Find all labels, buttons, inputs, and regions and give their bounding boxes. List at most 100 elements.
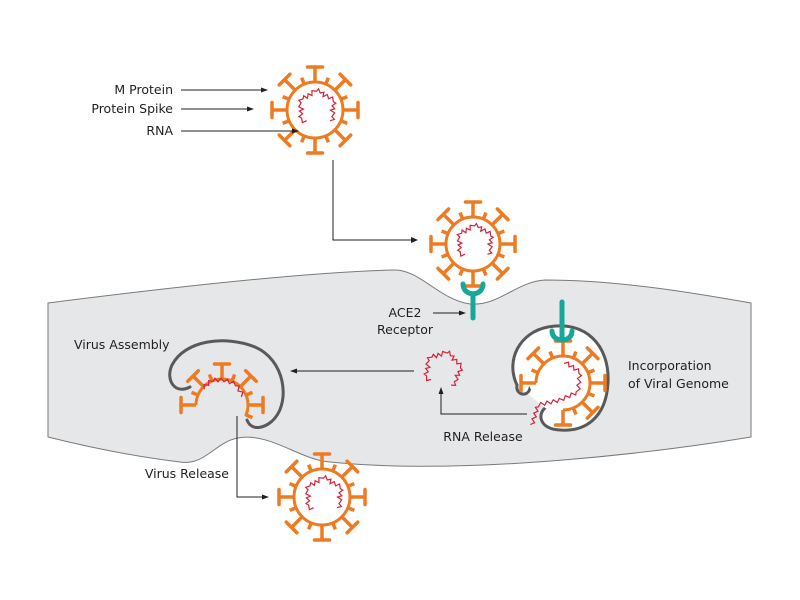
m-protein [306, 463, 313, 472]
rna-pointer [181, 128, 299, 134]
m-protein [281, 94, 290, 101]
m-protein [281, 119, 290, 126]
spike-cap [243, 368, 259, 384]
incorporating-virus [519, 339, 607, 427]
free-virus [270, 65, 360, 155]
rna-strand [423, 350, 464, 386]
m-protein [324, 135, 331, 144]
m-protein [207, 373, 214, 382]
spike-cap [495, 266, 510, 281]
protein-spike [490, 213, 504, 227]
m-protein [440, 229, 449, 236]
m-protein [347, 481, 356, 488]
spike-cap [345, 459, 360, 474]
ace2-label-line2: Receptor [377, 322, 434, 337]
protein-spike [580, 352, 594, 366]
m-protein [530, 368, 539, 375]
m-protein [190, 390, 199, 397]
incorporation-rna [530, 361, 583, 426]
spike-cap [338, 72, 353, 87]
incorporation-receptor [549, 299, 575, 343]
m-protein [587, 368, 596, 375]
protein-spike [239, 374, 253, 388]
protein-spike-label: Protein Spike [91, 101, 173, 116]
m-protein [299, 76, 306, 85]
m-protein [288, 506, 297, 513]
virus-assembly-label: Virus Assembly [74, 337, 170, 352]
protein-spike [283, 78, 297, 92]
m-protein [299, 135, 306, 144]
protein-spike [532, 352, 546, 366]
spike-cap [277, 133, 292, 148]
spike-cap [338, 133, 353, 148]
rna-release-label: RNA Release [443, 429, 523, 444]
m-protein [245, 413, 254, 420]
m-protein [331, 522, 338, 531]
spike-cap [185, 368, 201, 384]
assembly-endosome [168, 339, 285, 429]
m-protein-pointer [181, 87, 268, 93]
ace2-label-line1: ACE2 [389, 305, 422, 320]
spike-cap [495, 207, 510, 222]
ace2-pointer [433, 310, 466, 316]
m-protein [324, 76, 331, 85]
spike-cap [436, 207, 451, 222]
incorporation-label-line2: of Viral Genome [628, 376, 729, 391]
protein-spike [580, 400, 594, 414]
m-protein [571, 350, 578, 359]
protein-spike [340, 515, 354, 529]
spike-cap [277, 72, 292, 87]
m-protein [481, 268, 488, 277]
protein-spike [442, 261, 456, 275]
rna-label: RNA [146, 123, 173, 138]
virus-release-label: Virus Release [145, 466, 229, 481]
assembling-virus [179, 362, 265, 420]
spike-cap [284, 459, 299, 474]
m-protein [548, 350, 555, 359]
released-virus [277, 452, 367, 542]
m-protein [347, 506, 356, 513]
viral-rna [456, 222, 495, 257]
protein-spike [290, 515, 304, 529]
protein-spike [490, 261, 504, 275]
spike-cap [585, 405, 600, 420]
virus-release-arrow [236, 416, 269, 500]
protein-spike [333, 78, 347, 92]
m-protein-label: M Protein [114, 82, 173, 97]
spike-cap [436, 266, 451, 281]
spike-cap [345, 520, 360, 535]
protein-spike [442, 213, 456, 227]
m-protein [440, 252, 449, 259]
incorporation-label-line1: Incorporation [628, 358, 712, 373]
viral-envelope [292, 467, 352, 527]
m-protein [571, 407, 578, 416]
arrow-to-assembly [290, 368, 414, 374]
m-protein [497, 229, 506, 236]
protein-spike [290, 465, 304, 479]
binding-virus [429, 200, 517, 288]
m-protein [481, 211, 488, 220]
protein-spike [191, 374, 205, 388]
rna-release-arrow [438, 387, 527, 415]
released-rna [423, 350, 464, 386]
m-protein [340, 94, 349, 101]
spike-cap [284, 520, 299, 535]
m-protein [245, 390, 254, 397]
m-protein [230, 373, 237, 382]
assembly-rna [203, 377, 244, 398]
m-protein [331, 463, 338, 472]
arrow-to-binding [332, 160, 418, 243]
viral-rna [304, 474, 344, 511]
m-protein [288, 481, 297, 488]
spike-cap [585, 346, 600, 361]
m-protein [340, 119, 349, 126]
protein-spike [333, 128, 347, 142]
m-protein [458, 268, 465, 277]
protein-spike [340, 465, 354, 479]
m-protein [587, 391, 596, 398]
protein-spike-pointer [181, 106, 254, 112]
viral-envelope [285, 80, 345, 140]
m-protein [458, 211, 465, 220]
viral-rna [297, 87, 337, 124]
m-protein [306, 522, 313, 531]
